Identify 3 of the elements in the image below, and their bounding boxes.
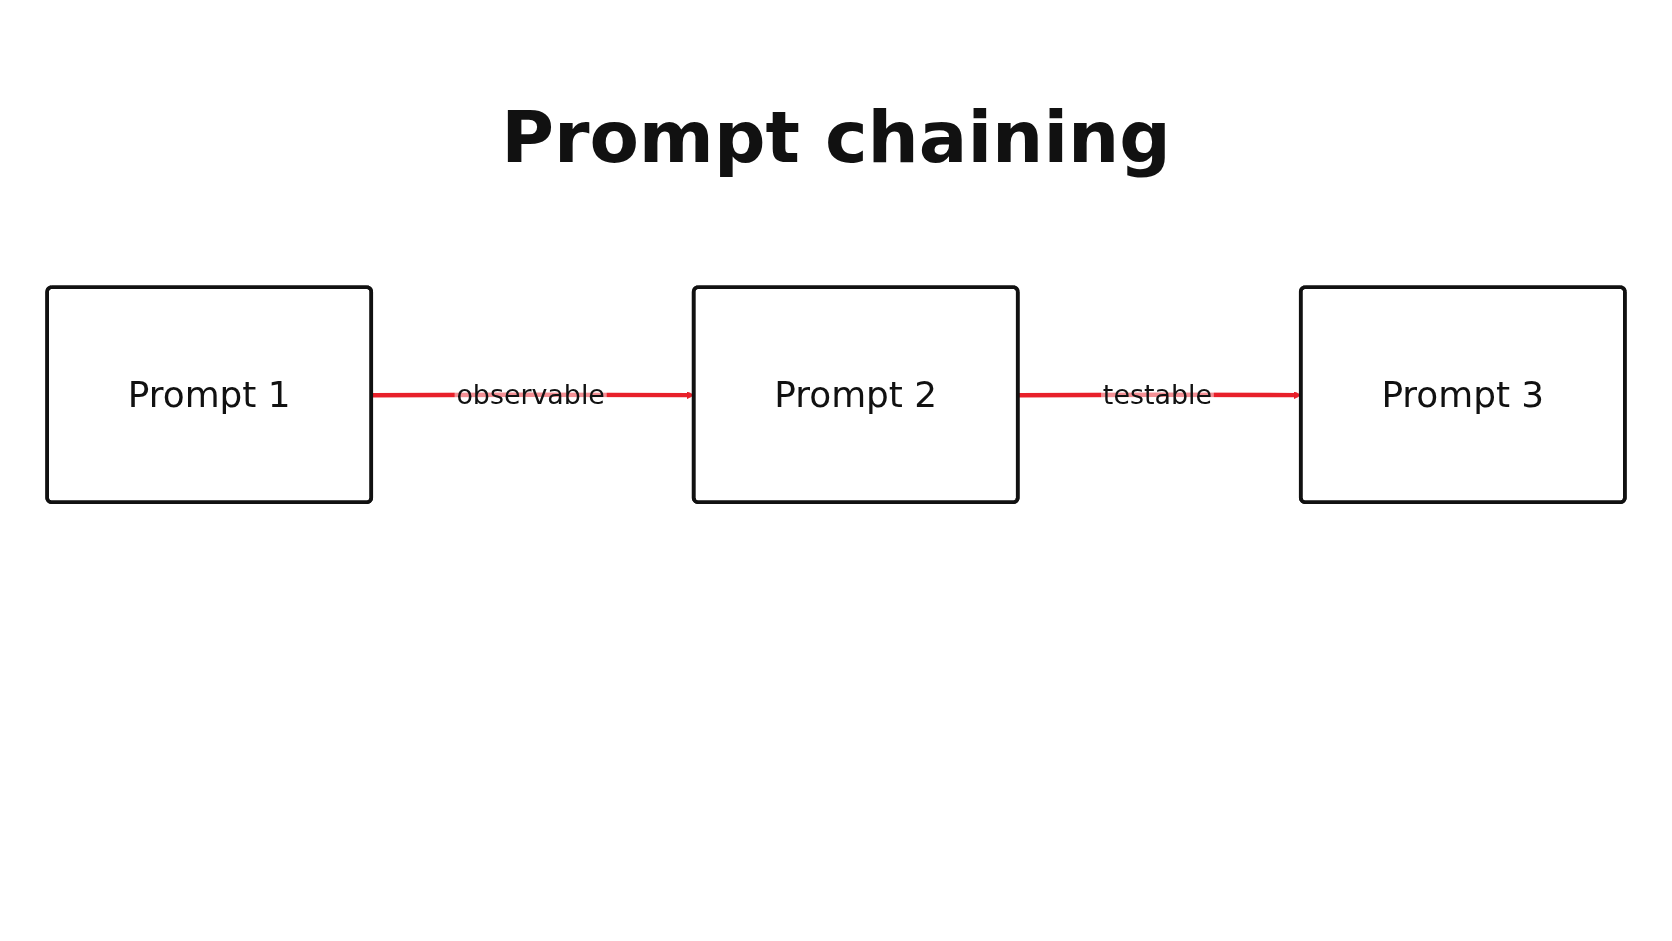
edge-label: observable — [456, 379, 605, 411]
edge-label: testable — [1102, 379, 1212, 411]
diagram-title: Prompt chaining — [500, 95, 1172, 179]
